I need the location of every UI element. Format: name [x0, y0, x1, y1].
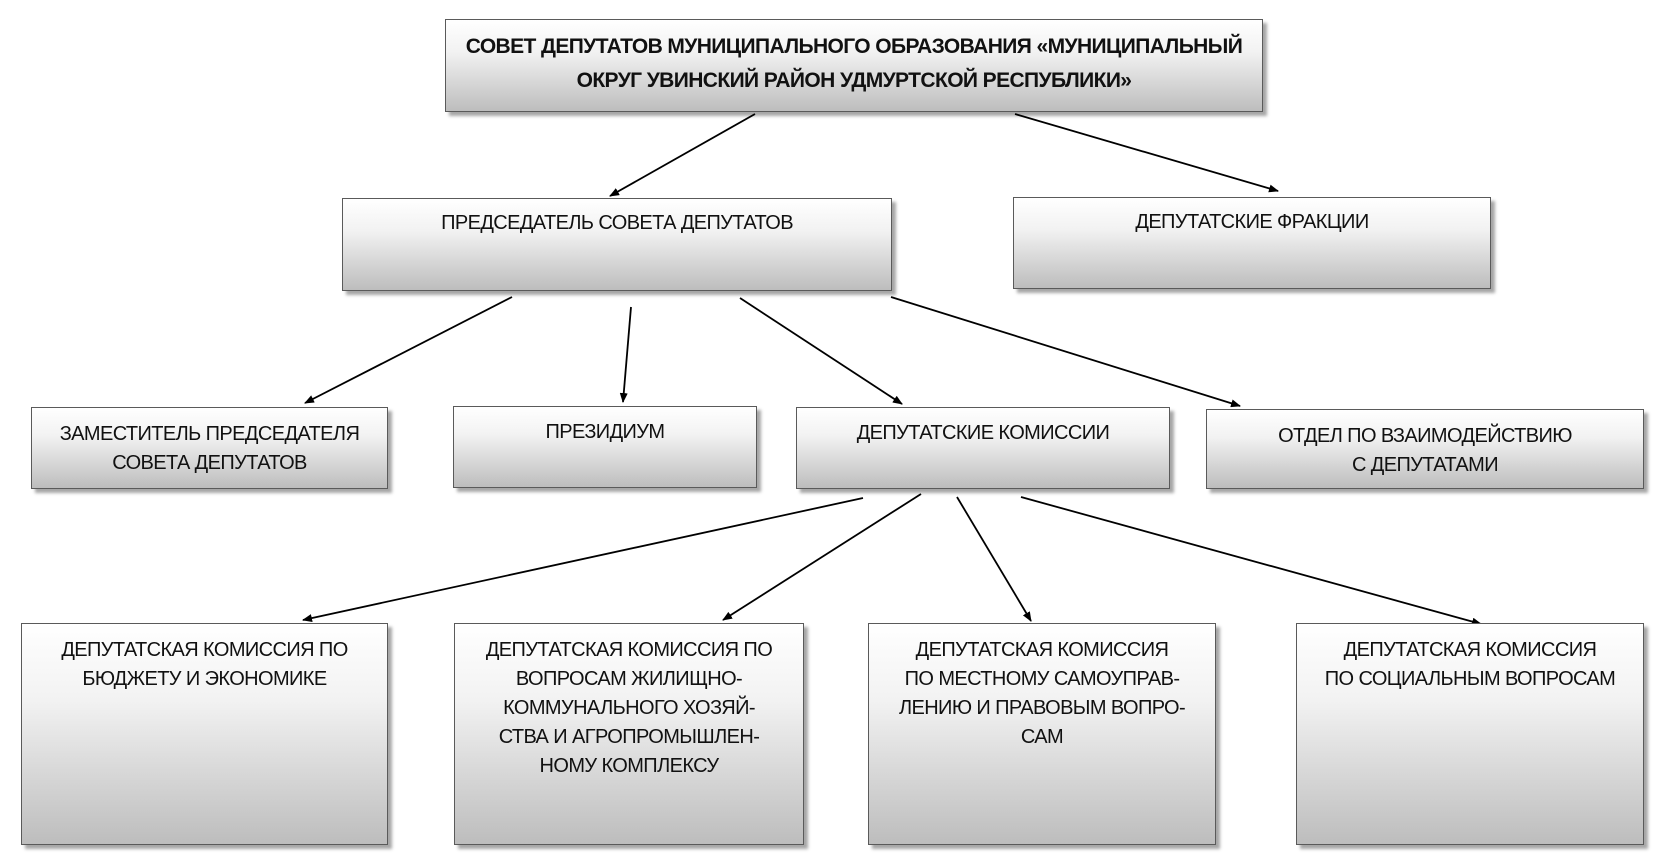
edge-chairman-commissions	[739, 297, 903, 405]
node-commissions-label: ДЕПУТАТСКИЕ КОМИССИИ	[856, 422, 1110, 444]
node-housing-commission: ДЕПУТАТСКАЯ КОМИССИЯ ПО ВОПРОСАМ ЖИЛИЩНО…	[454, 623, 804, 845]
node-housing-commission-label: ДЕПУТАТСКАЯ КОМИССИЯ ПО ВОПРОСАМ ЖИЛИЩНО…	[485, 639, 773, 777]
node-factions-label: ДЕПУТАТСКИЕ ФРАКЦИИ	[1135, 211, 1369, 233]
node-selfgov-commission: ДЕПУТАТСКАЯ КОМИССИЯ ПО МЕСТНОМУ САМОУПР…	[868, 623, 1216, 845]
edge-commissions-housing	[722, 493, 922, 621]
edge-commissions-selfgov	[956, 496, 1032, 622]
node-presidium-label: ПРЕЗИДИУМ	[545, 421, 666, 443]
edge-council-chairman	[609, 113, 756, 197]
node-social-commission-label: ДЕПУТАТСКАЯ КОМИССИЯ ПО СОЦИАЛЬНЫМ ВОПРО…	[1324, 639, 1616, 690]
edge-commissions-budget	[302, 497, 864, 622]
node-commissions: ДЕПУТАТСКИЕ КОМИССИИ	[796, 407, 1170, 489]
node-chairman: ПРЕДСЕДАТЕЛЬ СОВЕТА ДЕПУТАТОВ	[342, 198, 892, 291]
node-council: СОВЕТ ДЕПУТАТОВ МУНИЦИПАЛЬНОГО ОБРАЗОВАН…	[445, 19, 1263, 112]
node-selfgov-commission-label: ДЕПУТАТСКАЯ КОМИССИЯ ПО МЕСТНОМУ САМОУПР…	[898, 639, 1186, 748]
node-interaction-dept-label: ОТДЕЛ ПО ВЗАИМОДЕЙСТВИЮ С ДЕПУТАТАМИ	[1278, 425, 1572, 476]
node-chairman-label: ПРЕДСЕДАТЕЛЬ СОВЕТА ДЕПУТАТОВ	[441, 212, 793, 234]
node-presidium: ПРЕЗИДИУМ	[453, 406, 757, 488]
edge-chairman-presidium	[619, 306, 632, 403]
edge-chairman-deputy	[304, 296, 513, 404]
edge-commissions-social	[1020, 496, 1482, 626]
node-interaction-dept: ОТДЕЛ ПО ВЗАИМОДЕЙСТВИЮ С ДЕПУТАТАМИ	[1206, 409, 1644, 489]
node-deputy-chairman: ЗАМЕСТИТЕЛЬ ПРЕДСЕДАТЕЛЯ СОВЕТА ДЕПУТАТО…	[31, 407, 388, 489]
node-factions: ДЕПУТАТСКИЕ ФРАКЦИИ	[1013, 197, 1491, 289]
node-budget-commission: ДЕПУТАТСКАЯ КОМИССИЯ ПО БЮДЖЕТУ И ЭКОНОМ…	[21, 623, 388, 845]
node-social-commission: ДЕПУТАТСКАЯ КОМИССИЯ ПО СОЦИАЛЬНЫМ ВОПРО…	[1296, 623, 1644, 845]
node-deputy-chairman-label: ЗАМЕСТИТЕЛЬ ПРЕДСЕДАТЕЛЯ СОВЕТА ДЕПУТАТО…	[59, 423, 360, 474]
edge-chairman-interaction	[890, 296, 1241, 408]
edge-council-factions	[1014, 113, 1279, 193]
node-council-label: СОВЕТ ДЕПУТАТОВ МУНИЦИПАЛЬНОГО ОБРАЗОВАН…	[465, 35, 1243, 92]
node-budget-commission-label: ДЕПУТАТСКАЯ КОМИССИЯ ПО БЮДЖЕТУ И ЭКОНОМ…	[61, 639, 348, 690]
